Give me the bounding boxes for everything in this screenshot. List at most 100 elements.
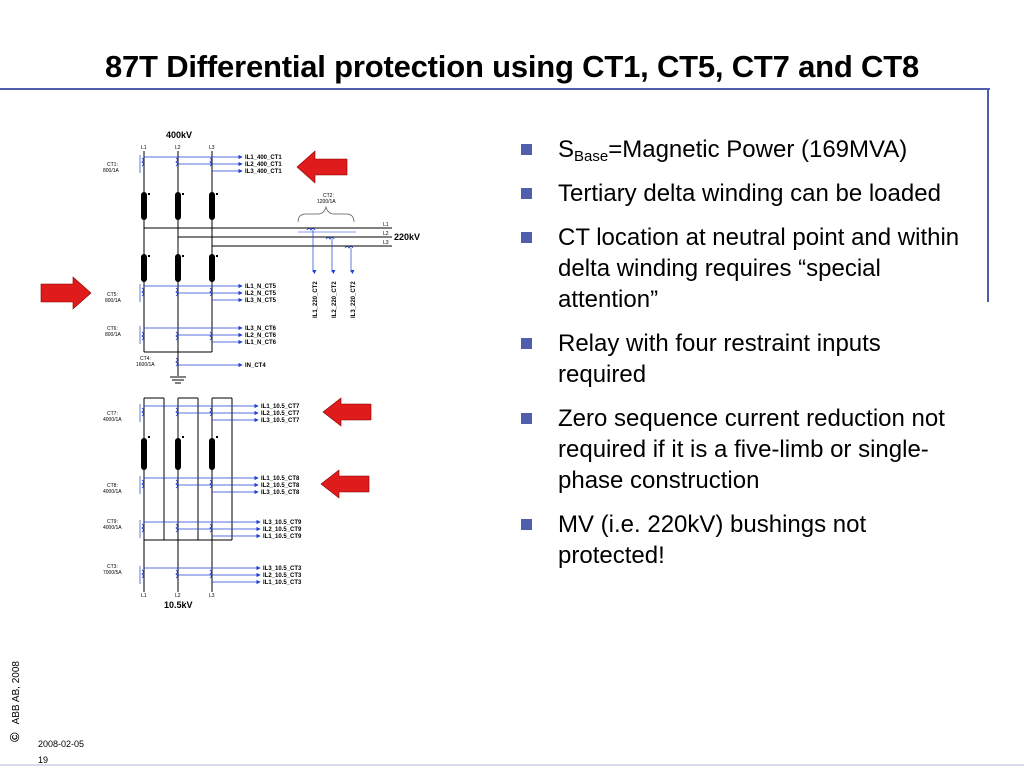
ct3-coil-2 [175,569,178,579]
ct8-coil-2 [175,479,178,489]
phase-label-220-l2: L2 [383,231,389,237]
lv-windings [141,436,218,470]
ct5-coil-2 [175,287,178,297]
bullet-item: Zero sequence current reduction not requ… [521,403,961,496]
ct3-ratio: 7000/5A [103,570,122,576]
ct6-coil-2 [175,331,178,341]
phase-label-l2-top: L2 [175,145,181,151]
right-rule [987,88,989,302]
ct6-coil-3 [209,331,212,341]
arrow-left-icon [296,150,348,184]
phase-label-l3-bottom: L3 [209,593,215,599]
ct2-coil-2 [325,237,335,240]
hv-windings [141,192,218,282]
signal-ct8-l1: IL1_10.5_CT8 [261,476,300,482]
signal-ct6-l1: IL1_N_CT6 [245,340,277,346]
ct9-coil-1 [141,523,144,533]
ct2-ratio: 1200/1A [317,199,336,205]
ct7-coil-3 [209,407,212,417]
signal-ct9-l1: IL1_10.5_CT9 [263,534,302,540]
signal-ct1-l1: IL1_400_CT1 [245,155,282,161]
bullet-item: SBase=Magnetic Power (169MVA) [521,134,961,165]
ct8-name: CT8: [107,483,118,489]
copyright-notice: © ABB AB, 2008 [7,661,22,742]
phase-label-220-l3: L3 [383,240,389,246]
page-number: 19 [38,755,49,765]
phase-label-220-l1: L1 [383,222,389,228]
ct7-ratio: 4000/1A [103,417,122,423]
signal-ct7-l3: IL3_10.5_CT7 [261,418,300,424]
voltage-10-5kv: 10.5kV [164,600,193,610]
ct4-ratio: 1600/1A [136,362,155,368]
copyright-symbol: © [7,732,22,742]
ct6-coil-1 [141,331,144,341]
bullet-item: Tertiary delta winding can be loaded [521,178,961,209]
ct3-coil-3 [209,569,212,579]
signal-ct1-l2: IL2_400_CT1 [245,162,282,168]
ct3-coil-1 [141,569,144,579]
signal-ct9-l2: IL2_10.5_CT9 [263,527,302,533]
ct2-coil-1 [306,228,316,231]
arrow-left-icon [320,469,370,499]
ct1-coil-2 [175,157,178,167]
signal-ct3-l3: IL3_10.5_CT3 [263,566,302,572]
ct9-coil-3 [209,523,212,533]
voltage-400kv: 400kV [166,130,192,140]
signal-ct2-l2: IL2_220_CT2 [332,281,338,318]
signal-ct5-l2: IL2_N_CT5 [245,291,277,297]
emphasis-arrows [40,150,372,499]
bullet-square-icon [521,338,532,349]
slide-title: 87T Differential protection using CT1, C… [104,49,920,84]
copyright-text: ABB AB, 2008 [11,661,22,725]
ct5-coil-1 [141,287,144,297]
bullet-list: SBase=Magnetic Power (169MVA) Tertiary d… [521,134,961,584]
bullet-square-icon [521,188,532,199]
voltage-220kv: 220kV [394,232,420,242]
signal-ct2-l3: IL3_220_CT2 [351,281,357,318]
ct4-coil [175,357,178,367]
title-rule [0,88,990,90]
footer-rule [0,764,1024,766]
signal-ct3-l2: IL2_10.5_CT3 [263,573,302,579]
phase-label-l2-bottom: L2 [175,593,181,599]
signal-ct7-l1: IL1_10.5_CT7 [261,404,300,410]
ct8-coil-3 [209,479,212,489]
phase-label-l1-top: L1 [141,145,147,151]
arrow-right-icon [40,276,92,310]
ct9-ratio: 4000/1A [103,525,122,531]
bullet-item: MV (i.e. 220kV) bushings not protected! [521,509,961,571]
ct7-coil-2 [175,407,178,417]
signal-ct5-l3: IL3_N_CT5 [245,298,277,304]
signal-ct9-l3: IL3_10.5_CT9 [263,520,302,526]
ct7-name: CT7: [107,411,118,417]
signal-ct8-l2: IL2_10.5_CT8 [261,483,300,489]
signal-ct8-l3: IL3_10.5_CT8 [261,490,300,496]
ct6-name: CT6: [107,326,118,332]
ct5-name: CT5: [107,292,118,298]
signal-ct1-l3: IL3_400_CT1 [245,169,282,175]
ct6-ratio: 800/1A [105,332,122,338]
signal-ct3-l1: IL1_10.5_CT3 [263,580,302,586]
ct8-ratio: 4000/1A [103,489,122,495]
signal-ct6-l3: IL3_N_CT6 [245,326,277,332]
ct8-coil-1 [141,479,144,489]
ct5-coil-3 [209,287,212,297]
ct9-name: CT9: [107,519,118,525]
signal-ct2-l1: IL1_220_CT2 [313,281,319,318]
signal-ct4: IN_CT4 [245,363,266,369]
ct4-name: CT4: [140,356,151,362]
ct2-coil-3 [344,246,354,249]
ct1-coil-3 [209,157,212,167]
ct2-name: CT2: [323,193,334,199]
signal-ct6-l2: IL2_N_CT6 [245,333,277,339]
ct5-ratio: 800/1A [105,298,122,304]
bullet-square-icon [521,144,532,155]
signal-ct5-l1: IL1_N_CT5 [245,284,277,290]
ct1-name: CT1: [107,162,118,168]
bullet-item: Relay with four restraint inputs require… [521,328,961,390]
ct3-name: CT3: [107,564,118,570]
bullet-square-icon [521,519,532,530]
ct1-ratio: 800/1A [103,168,120,174]
footer-date: 2008-02-05 [38,739,85,749]
